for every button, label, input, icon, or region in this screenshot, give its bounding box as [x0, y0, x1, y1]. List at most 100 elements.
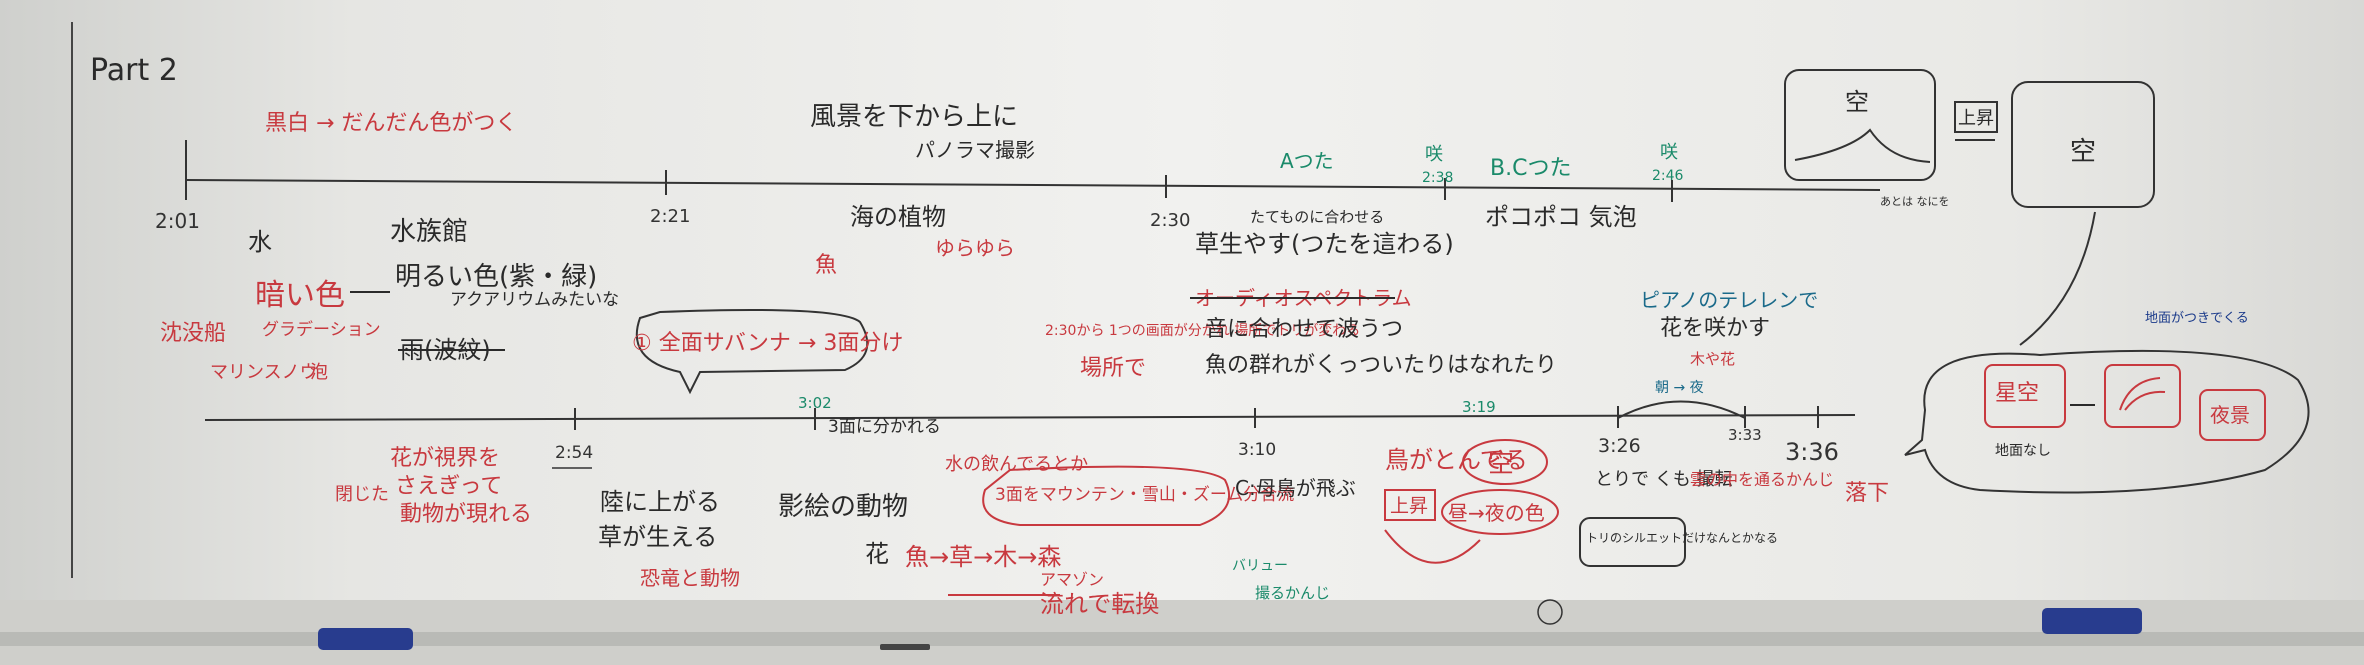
awa: 泡	[310, 362, 328, 383]
time-2-21: 2:21	[650, 206, 690, 227]
sora-bottom: 空	[1488, 449, 1514, 479]
tori-tobu: 鳥がとんでる	[1385, 446, 1528, 474]
ki-hana: 木や花	[1690, 350, 1735, 368]
hana-sakasu: 花を咲かす	[1660, 316, 1770, 341]
kusa-haeru: 草が生える	[598, 523, 717, 551]
chinbotsusen: 沈没船	[160, 321, 226, 346]
timeline-bottom	[204, 406, 1856, 430]
time-2-38: 2:38	[1422, 170, 1453, 186]
timeline-top	[185, 140, 1881, 202]
jousho-top-box	[1954, 101, 1998, 133]
sora-top-curve	[1794, 128, 1931, 163]
part-title: Part 2	[90, 53, 178, 88]
saku-2: 咲	[1660, 142, 1678, 163]
yakei: 夜景	[2210, 403, 2250, 427]
jousho-box	[1384, 489, 1436, 521]
jousho: 上昇	[1390, 495, 1428, 517]
time-2-46: 2:46	[1652, 168, 1684, 184]
gradation: グラデーション	[262, 319, 381, 340]
nagare: 流れで転換	[1040, 590, 1159, 618]
fukei-note: 風景を下から上に	[810, 102, 1018, 132]
panorama-note: パノラマ撮影	[915, 138, 1035, 162]
yakei-box	[2199, 389, 2266, 441]
time-2-01: 2:01	[155, 209, 200, 233]
time-3-10: 3:10	[1238, 440, 1276, 460]
a-tsuta: Aつた	[1280, 149, 1334, 173]
hana-seq: 魚→草→木→森	[905, 543, 1061, 571]
kumo-naka: 雲の中を通るかんじ	[1690, 470, 1834, 489]
hiru-yoru-circle	[1441, 489, 1559, 535]
hana-shikai-1: 花が視界を	[390, 446, 500, 471]
kyoryu: 恐竜と動物	[640, 566, 740, 590]
bc-tsuta: B.Cつた	[1490, 156, 1571, 181]
chijou-nashi: 地面なし	[1995, 443, 2051, 459]
sakana: 魚	[815, 253, 837, 278]
tori-kumo: とりで くも 撮転	[1595, 469, 1732, 490]
hoshizora-box	[1984, 364, 2066, 428]
time-2-30: 2:30	[1150, 210, 1190, 231]
marker-blue-left	[318, 628, 413, 650]
basho-note: 場所で	[1080, 356, 1146, 381]
time-3-02: 3:02	[798, 394, 832, 412]
marine-snow: マリンスノウ	[210, 362, 318, 383]
doodle-face	[1537, 599, 1563, 625]
sora-box	[2011, 81, 2155, 208]
down-arrow	[2019, 211, 2096, 346]
arrow-label: 上昇	[1958, 108, 1994, 129]
silhouette: トリのシルエットだけなんとかなる	[1586, 531, 1778, 545]
amazon: アマゾン	[1040, 570, 1104, 589]
bubble-zenmen	[635, 308, 869, 395]
piano-note: ピアノのテレレンで	[1640, 288, 1818, 312]
sora-top: 空	[1845, 88, 1869, 116]
tsuru: 撮るかんじ	[1255, 584, 1330, 602]
time-3-33: 3:33	[1728, 426, 1762, 444]
asa-yoru: 朝 → 夜	[1655, 380, 1704, 396]
c-haha: C:母鳥が飛ぶ	[1235, 476, 1356, 500]
rakka: 落下	[1845, 481, 1889, 506]
sanmen-wakare: 3面に分かれる	[828, 417, 941, 437]
oto-nami: 音に合わせて波うつ	[1205, 317, 1403, 342]
hoshizora: 星空	[1995, 381, 2039, 406]
kurai-iro: 暗い色	[255, 278, 345, 313]
akarui-iro: 明るい色(紫・緑)	[395, 262, 597, 292]
suizokukan: 水族館	[390, 217, 468, 247]
baryu: バリュー	[1232, 558, 1288, 574]
kuro-shiro-note: 黒白 → だんだん色がつく	[265, 111, 517, 136]
hana-shikai-2: さえぎって	[395, 474, 502, 499]
middle-box	[2104, 364, 2181, 428]
yurayura: ゆらゆら	[935, 236, 1015, 260]
sora-top-box	[1784, 69, 1936, 181]
sakana-mure: 魚の群れがくっついたりはなれたり	[1205, 353, 1557, 378]
mizu: 水	[248, 228, 272, 256]
riku: 陸に上がる	[600, 488, 720, 516]
timing-note: 2:30から 1つの画面が分かれ 場所でトリが変わる	[1045, 322, 1360, 339]
bubble-sanmen	[982, 465, 1230, 526]
time-2-54: 2:54	[555, 443, 593, 463]
zenmen-note: ① 全面サバンナ → 3面分け	[632, 331, 903, 356]
tatemono: たてものに合わせる	[1250, 208, 1384, 226]
marker-blue-right	[2042, 608, 2142, 634]
saku-1: 咲	[1425, 144, 1443, 165]
kusa-yasu: 草生やす(つたを這わる)	[1195, 230, 1454, 258]
kage-e: 影絵の動物	[778, 492, 908, 522]
tojita: 閉じた	[335, 484, 389, 505]
aquarium: アクアリウムみたいな	[450, 290, 619, 310]
hiru-yoru: 昼→夜の色	[1448, 501, 1545, 525]
time-3-19: 3:19	[1462, 398, 1496, 416]
marker-small	[880, 644, 930, 650]
pokopoko: ポコポコ 気泡	[1485, 203, 1637, 231]
hana-shikai-3: 動物が現れる	[400, 502, 532, 527]
sora-circle	[1462, 439, 1548, 485]
asa-yoru-arc	[1617, 400, 1746, 419]
umi-shokubutsu: 海の植物	[850, 203, 946, 231]
hana-bottom: 花	[865, 540, 889, 568]
time-3-26: 3:26	[1598, 435, 1641, 457]
loop-arrow	[1384, 529, 1481, 564]
sora-box-label: 空	[2070, 137, 2096, 167]
middle-sketch	[2119, 377, 2166, 411]
silhouette-box	[1579, 517, 1686, 567]
mizu-nomu: 水の飲んでるとか	[945, 454, 1088, 475]
marker-tray	[0, 632, 2364, 646]
